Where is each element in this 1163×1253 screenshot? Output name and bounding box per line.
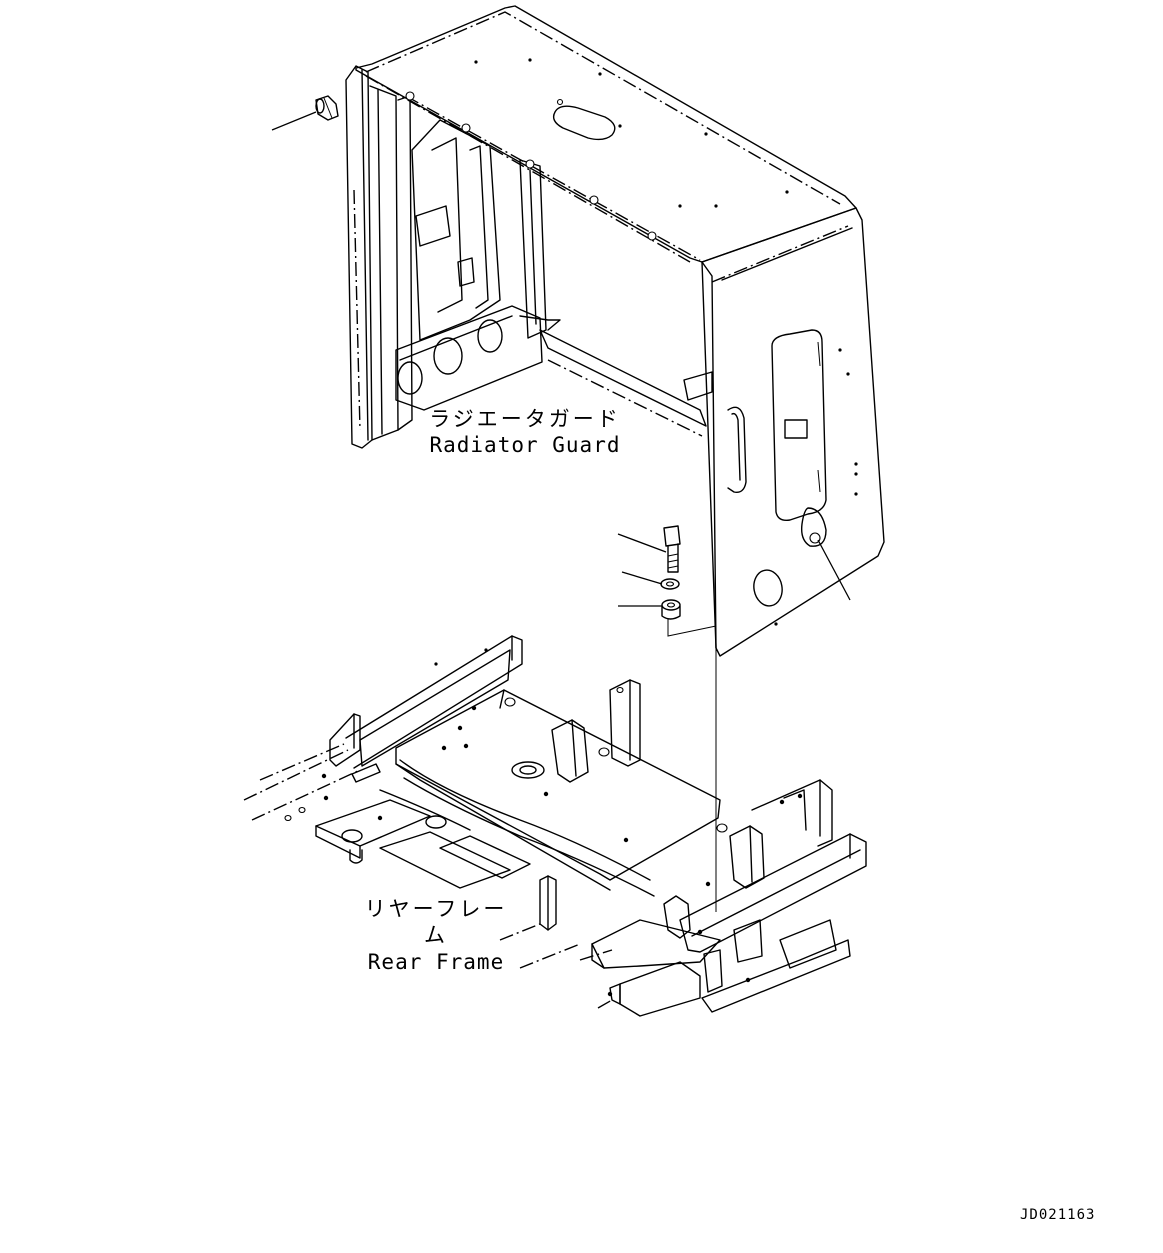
rear-frame-label: リヤーフレーム Rear Frame <box>356 896 516 975</box>
radiator-guard-label-en: Radiator Guard <box>429 433 621 458</box>
leader-lines <box>271 111 851 912</box>
rear-frame <box>243 635 867 1017</box>
radiator-guard <box>345 5 885 657</box>
rear-frame-label-en: Rear Frame <box>367 949 505 974</box>
plug-part-left <box>315 95 339 121</box>
radiator-guard-label-jp: ラジエータガード <box>429 407 621 431</box>
rear-frame-label-jp: リヤーフレーム <box>364 897 508 948</box>
bolt-washer-nut-stack <box>660 525 717 637</box>
drawing-code: JD021163 <box>1020 1207 1096 1223</box>
radiator-guard-label: ラジエータガード Radiator Guard <box>420 406 630 459</box>
